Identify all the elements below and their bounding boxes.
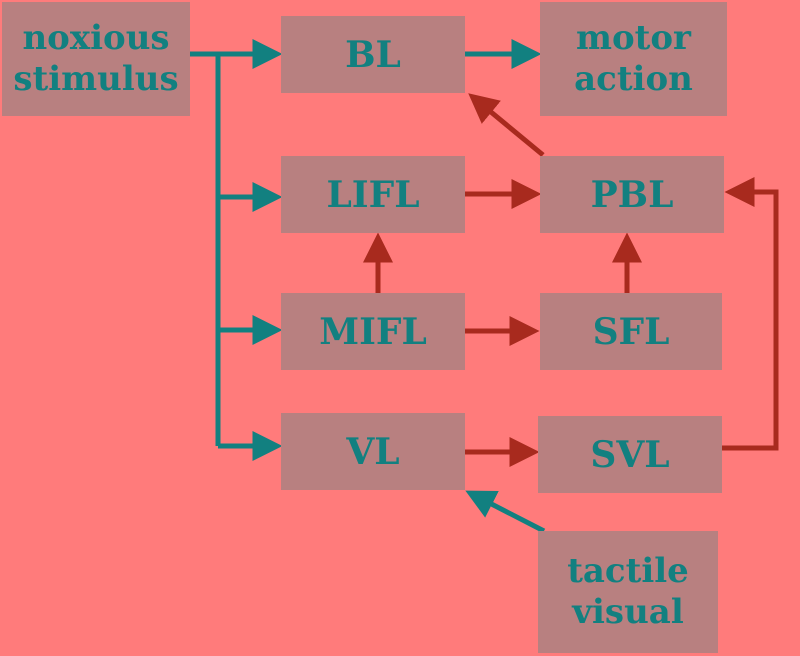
node-tactile-line1: tactile	[567, 551, 689, 592]
node-pbl: PBL	[540, 156, 724, 233]
node-vl-label: VL	[346, 430, 400, 473]
node-lifl-label: LIFL	[326, 173, 420, 216]
node-bl-label: BL	[345, 33, 401, 76]
node-sfl: SFL	[540, 293, 722, 370]
edge-svl-to-pbl	[722, 177, 779, 451]
node-svl-label: SVL	[590, 433, 670, 476]
node-motor-line1: motor	[576, 18, 691, 59]
node-noxious-line2: stimulus	[13, 59, 179, 99]
node-svl: SVL	[538, 416, 722, 493]
node-motor-action: motor action	[540, 2, 727, 116]
edge-pbl-to-bl	[468, 93, 545, 157]
node-noxious-stimulus: noxious stimulus	[2, 2, 190, 116]
node-noxious-line1: noxious	[22, 18, 170, 59]
node-pbl-label: PBL	[590, 173, 674, 216]
node-mifl-label: MIFL	[319, 310, 427, 353]
node-tactile-line2: visual	[572, 592, 684, 632]
node-bl: BL	[281, 16, 465, 93]
edge-tactile-to-vl	[465, 490, 546, 534]
node-tactile-visual: tactile visual	[538, 531, 718, 653]
node-lifl: LIFL	[281, 156, 465, 233]
node-vl: VL	[281, 413, 465, 490]
node-mifl: MIFL	[281, 293, 465, 370]
trunk-noxious	[190, 51, 221, 446]
node-motor-line2: action	[574, 59, 693, 99]
node-sfl-label: SFL	[592, 310, 670, 353]
